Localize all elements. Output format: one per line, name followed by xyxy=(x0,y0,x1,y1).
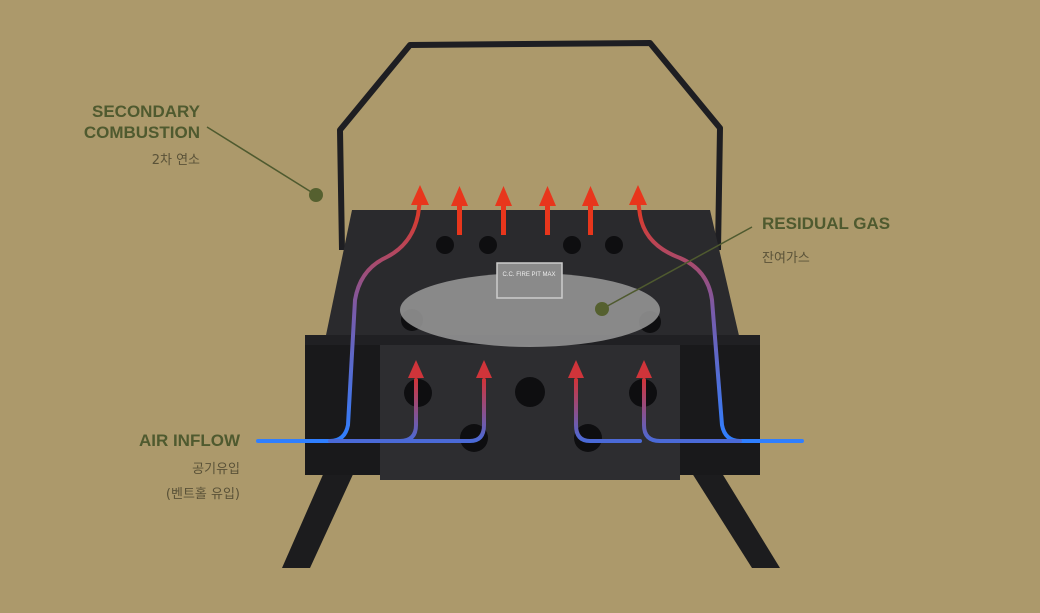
air-inflow-subtitle-1: 공기유입 xyxy=(192,462,240,477)
air-inflow-subtitle-2: (벤트홀 유입) xyxy=(165,487,240,502)
residual-gas-subtitle: 잔여가스 xyxy=(762,251,810,266)
product-plate xyxy=(496,262,563,299)
secondary-combustion-leader xyxy=(206,126,317,196)
flow-arrowheads xyxy=(408,185,652,378)
residual-gas-cloud xyxy=(400,273,660,347)
residual-gas-title: RESIDUAL GAS xyxy=(762,214,891,233)
secondary-combustion-title: SECONDARY COMBUSTION xyxy=(40,101,200,143)
air-flow-right-inner xyxy=(642,378,742,443)
legs xyxy=(282,470,780,568)
residual-gas-marker xyxy=(595,302,609,316)
residual-gas-leader xyxy=(601,226,753,310)
flame-arrows xyxy=(451,186,599,235)
handle xyxy=(337,40,723,251)
secondary-combustion-line1: SECONDARY xyxy=(92,102,200,121)
air-flow-right-outer xyxy=(636,198,804,443)
air-flow-left-mid xyxy=(398,378,486,443)
secondary-combustion-subtitle: 2차 연소 xyxy=(151,153,200,168)
air-flow-left-outer xyxy=(256,198,422,443)
vent-holes xyxy=(401,236,661,452)
product-plate-text: C.C. FIRE PIT MAX xyxy=(503,272,556,278)
secondary-combustion-line2: COMBUSTION xyxy=(83,123,200,142)
air-flow-right-mid xyxy=(574,378,642,443)
air-inflow-title: AIR INFLOW xyxy=(138,431,240,450)
secondary-combustion-marker xyxy=(309,188,323,202)
